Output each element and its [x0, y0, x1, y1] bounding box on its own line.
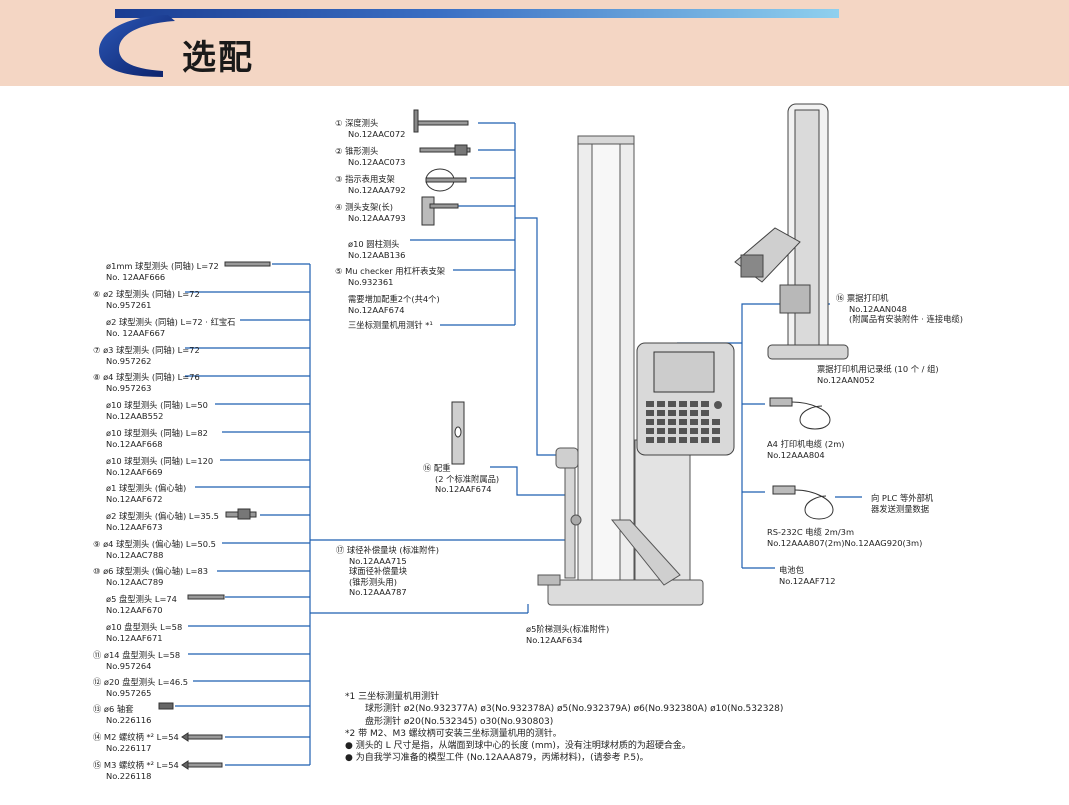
printer-paper-label: 票据打印机用记录纸 (10 个 / 组)No.12AAN052	[817, 364, 939, 385]
step-probe-label: ø5阶梯测头(标准附件)No.12AAF634	[526, 624, 610, 645]
left-option-9: ø1 球型测头 (偏心轴)No.12AAF672	[106, 483, 187, 504]
note-1-line-1: 球形测针 ø2(No.932377A) ø3(No.932378A) ø5(No…	[365, 704, 784, 715]
plc-output-label: 向 PLC 等外部机器发送测量数据	[871, 493, 934, 514]
counterweight-label: ⑯ 配重(2 个标准附属品)No.12AAF674	[423, 463, 500, 494]
page-title: 选配	[182, 38, 254, 78]
note-1-title: *1 三坐标测量机用测针	[345, 692, 440, 702]
footnotes: *1 三坐标测量机用测针 球形测针 ø2(No.932377A) ø3(No.9…	[345, 691, 783, 765]
note-2: *2 带 M2、M3 螺纹柄可安装三坐标测量机用的测针。	[345, 728, 562, 739]
note-4: ● 为自我学习准备的模型工件 (No.12AAA879，丙烯材料)，(请参考 P…	[345, 753, 649, 764]
option-cmm-stylus: 三坐标测量机用测针 *¹	[348, 320, 433, 330]
header-swoosh-logo	[99, 15, 175, 77]
note-1-line-2: 盘形测针 ø20(No.532345) o30(No.930803)	[365, 716, 554, 727]
a4-cable-label: A4 打印机电缆 (2m)No.12AAA804	[767, 439, 845, 460]
option-extra-counterweight: 需要增加配重2个(共4个)No.12AAF674	[348, 294, 440, 315]
page-header: 选配	[0, 0, 1069, 86]
header-stripe	[115, 9, 839, 18]
note-3: ● 测头的 L 尺寸是指，从端面到球中心的长度 (mm)，没有注明球材质的为超硬…	[345, 741, 691, 752]
controller-unit	[636, 342, 735, 456]
option-probe-holder-long: ④ 测头支架(长)No.12AAA793	[335, 202, 406, 223]
